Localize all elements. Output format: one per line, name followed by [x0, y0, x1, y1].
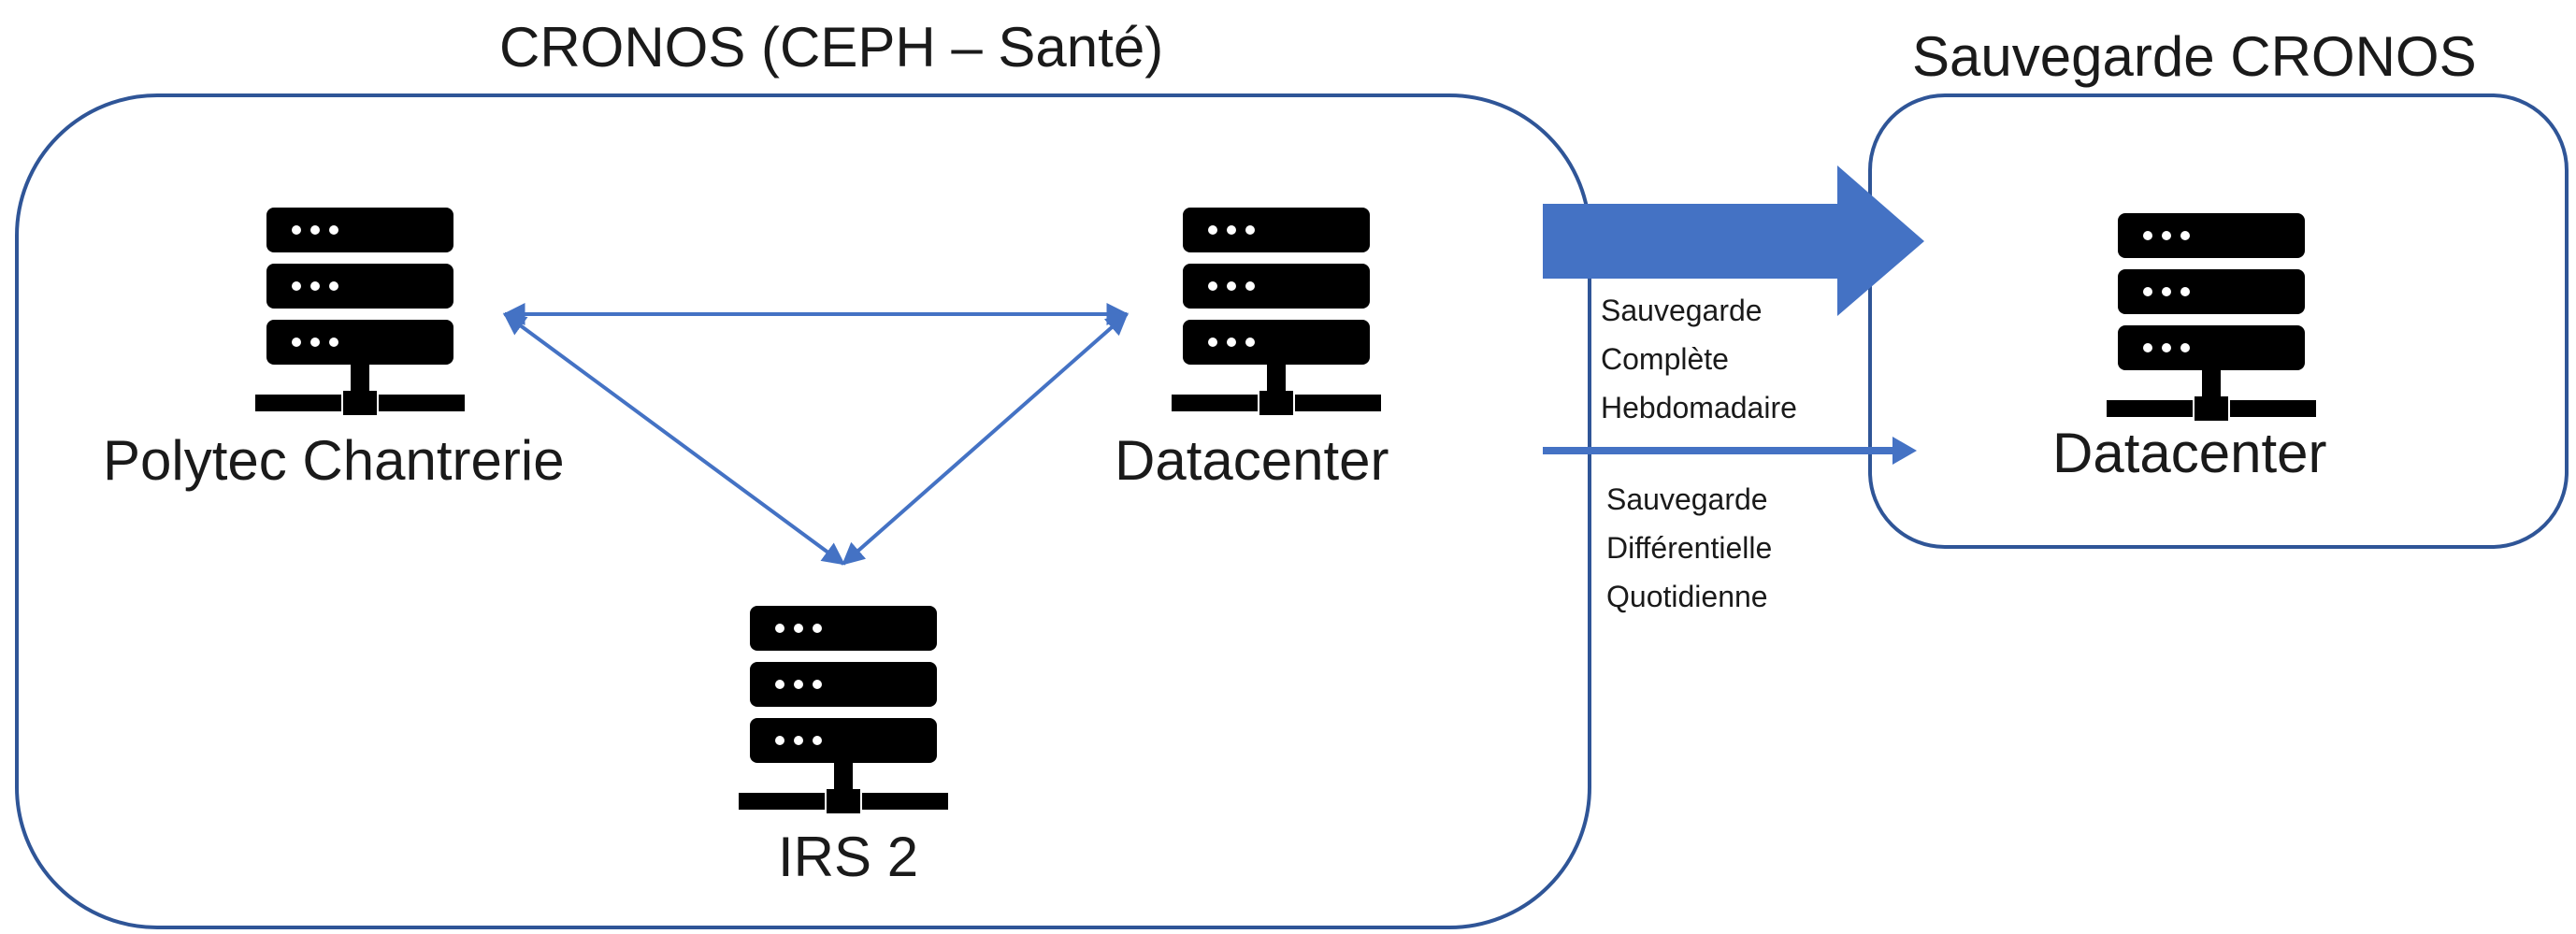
backup-group-frame: [1868, 93, 2569, 549]
cronos-group-frame: [15, 93, 1591, 929]
polytec-server-label: Polytec Chantrerie: [103, 429, 565, 492]
daily-note-line: Différentielle: [1606, 531, 1773, 565]
weekly-note-line: Hebdomadaire: [1601, 391, 1797, 424]
datacenter-primary-server-label: Datacenter: [1115, 429, 1389, 492]
datacenter-backup-server-icon: [2107, 213, 2316, 421]
daily-backup-note: Sauvegarde Différentielle Quotidienne: [1606, 475, 1772, 621]
link-polytec-irs2: [503, 312, 845, 566]
weekly-backup-arrow: [1543, 165, 1924, 316]
backup-group-title: Sauvegarde CRONOS: [1912, 25, 2477, 88]
weekly-note-line: Complète: [1601, 342, 1729, 376]
irs2-server-icon: [739, 606, 948, 813]
daily-note-line: Sauvegarde: [1606, 482, 1768, 516]
datacenter-backup-server-label: Datacenter: [2052, 422, 2327, 484]
link-datacenter-irs2: [842, 312, 1129, 566]
datacenter-primary-server-icon: [1172, 208, 1381, 415]
weekly-note-line: Sauvegarde: [1601, 294, 1763, 327]
daily-backup-arrowhead: [1892, 437, 1917, 465]
irs2-server-label: IRS 2: [778, 826, 919, 888]
weekly-backup-note: Sauvegarde Complète Hebdomadaire: [1601, 286, 1797, 432]
daily-note-line: Quotidienne: [1606, 580, 1768, 613]
cronos-group-title: CRONOS (CEPH – Santé): [499, 16, 1164, 79]
polytec-server-icon: [255, 208, 465, 415]
